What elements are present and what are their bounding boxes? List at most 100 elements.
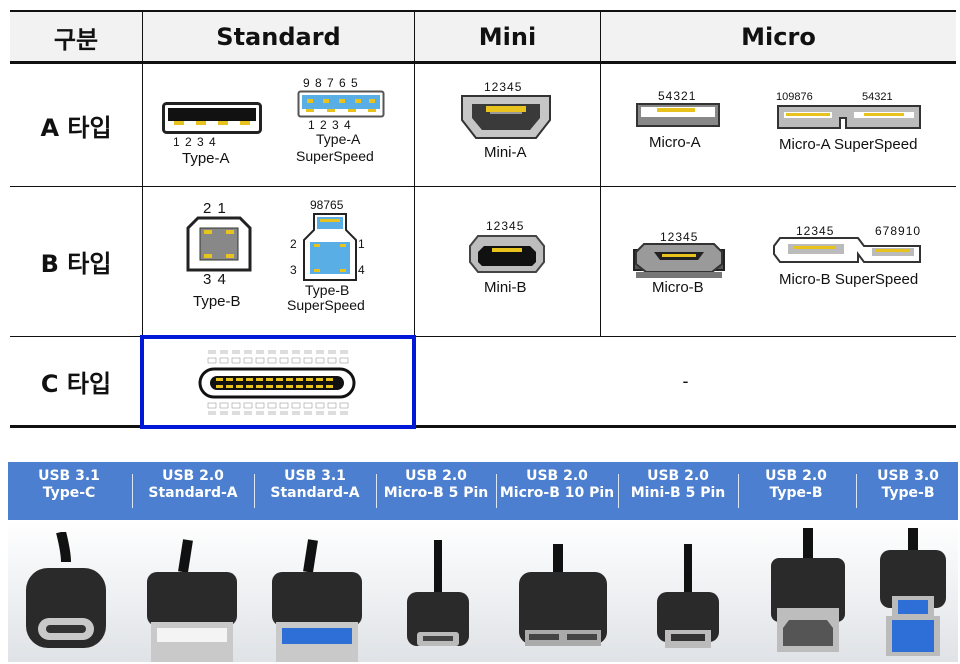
table-bottom-border [10,425,956,428]
banner-label-line2: Standard-A [270,485,360,501]
usb-cable-banner: USB 3.1 Type-C USB 2.0 Standard-A USB 3.… [8,462,958,662]
type-a-superspeed-connector-icon [297,90,385,118]
mini-a-connector-icon [461,95,551,139]
type-b-caption: Type-B [193,293,241,310]
banner-label-line2: Standard-A [148,485,238,501]
type-b-ss-caption-line1: Type-B [305,282,350,298]
banner-label-line1: USB 3.1 [284,468,346,484]
banner-label-line2: Micro-B 5 Pin [383,485,489,501]
mini-b-pin-numbers: 12345 [486,219,525,233]
type-a-ss-caption-line2: SuperSpeed [296,148,374,164]
banner-label-line2: Micro-B 10 Pin [499,485,615,501]
banner-label-usb20-standard-a: USB 2.0 Standard-A [134,468,252,514]
usb-a-cable-icon [147,539,237,662]
type-b-ss-pin-1: 1 [358,237,366,251]
type-b-top-pins: 2 1 [203,200,227,217]
micro-b-5pin-cable-icon [407,540,469,646]
table-header-background [10,10,956,62]
banner-separator [496,474,497,508]
type-a-ss-caption-line1: Type-A [316,131,361,147]
banner-label-usb20-mini-b-5pin: USB 2.0 Mini-B 5 Pin [620,468,736,514]
type-b-ss-top-pins: 98765 [310,198,344,212]
banner-label-line2: Type-C [42,485,96,501]
banner-label-line2: Type-B [881,485,935,501]
mini-b-connector-icon [469,235,545,273]
usb-b-cable-icon [771,528,845,652]
micro-a-ss-right-pins: 54321 [862,91,893,103]
banner-separator [254,474,255,508]
mini-a-caption: Mini-A [484,144,527,161]
type-c-mini-micro-empty: - [682,370,689,391]
row-label-b-type: B 타입 [40,250,112,278]
banner-label-line2: Type-B [769,485,823,501]
usb-3-a-cable-icon [272,539,362,662]
micro-b-pin-numbers: 12345 [660,230,699,244]
usb-connector-table: 구분 Standard Mini Micro A 타입 B 타입 C 타입 1 … [10,10,956,429]
table-row-divider [10,186,956,187]
header-micro: Micro [741,23,816,51]
type-b-ss-pin-2: 2 [290,237,298,251]
header-category: 구분 [53,25,99,54]
micro-b-ss-left-pins: 12345 [796,224,835,238]
type-b-bottom-pins: 3 4 [203,271,227,288]
micro-b-connector-icon [633,243,725,278]
type-b-ss-caption-line2: SuperSpeed [287,297,365,313]
banner-label-usb20-type-b: USB 2.0 Type-B [740,468,852,514]
type-b-connector-icon [186,216,252,272]
type-c-connector-icon [198,350,356,415]
table-header-border [10,61,956,64]
banner-label-usb31-type-c: USB 3.1 Type-C [8,468,130,514]
micro-b-10pin-cable-icon [519,544,607,646]
banner-label-usb31-standard-a: USB 3.1 Standard-A [256,468,374,514]
usb-3-b-cable-icon [880,528,946,656]
type-b-ss-pin-4: 4 [358,263,366,277]
banner-label-line1: USB 2.0 [765,468,827,484]
micro-b-caption: Micro-B [652,279,704,296]
banner-label-line1: USB 2.0 [526,468,588,484]
header-standard: Standard [216,23,341,51]
banner-label-usb20-micro-b-5pin: USB 2.0 Micro-B 5 Pin [378,468,494,514]
type-a-ss-top-pins: 9 8 7 6 5 [303,76,359,90]
micro-b-ss-right-pins: 678910 [875,224,922,238]
banner-label-bar [8,462,958,520]
mini-b-5pin-cable-icon [657,544,719,648]
table-column-divider [142,10,143,426]
micro-a-ss-caption: Micro-A SuperSpeed [779,136,918,153]
banner-separator [376,474,377,508]
banner-label-line1: USB 3.0 [877,468,939,484]
type-b-superspeed-connector-icon [303,213,357,281]
banner-separator [132,474,133,508]
type-b-ss-pin-3: 3 [290,263,298,277]
table-top-border [10,10,956,12]
type-a-ss-bottom-pins: 1 2 3 4 [308,118,352,132]
banner-label-usb30-type-b: USB 3.0 Type-B [858,468,958,514]
banner-separator [618,474,619,508]
micro-a-superspeed-connector-icon [777,105,921,129]
micro-a-caption: Micro-A [649,134,701,151]
type-a-caption: Type-A [182,150,230,167]
banner-label-line1: USB 2.0 [405,468,467,484]
row-label-a-type: A 타입 [40,113,112,142]
usb-c-cable-icon [26,532,106,648]
type-c-highlight-box [140,335,416,429]
banner-label-line2: Mini-B 5 Pin [630,485,726,501]
micro-b-ss-caption: Micro-B SuperSpeed [779,271,919,288]
banner-separator [856,474,857,508]
table-row-divider [10,336,956,337]
mini-a-pin-numbers: 12345 [484,80,523,94]
banner-separator [738,474,739,508]
row-label-c-type: C 타입 [40,369,112,398]
banner-label-usb20-micro-b-10pin: USB 2.0 Micro-B 10 Pin [498,468,616,514]
micro-a-ss-left-pins: 109876 [776,91,813,103]
type-a-pin-numbers: 1 2 3 4 [173,135,217,149]
banner-label-line1: USB 3.1 [38,468,100,484]
table-column-divider [600,10,601,336]
micro-a-connector-icon [636,103,720,127]
micro-a-pin-numbers: 54321 [658,89,697,103]
mini-b-caption: Mini-B [484,279,527,296]
header-mini: Mini [478,23,537,51]
micro-b-superspeed-connector-icon [773,237,921,263]
table-column-divider [414,10,415,336]
type-a-connector-icon [162,102,262,134]
banner-label-line1: USB 2.0 [647,468,709,484]
